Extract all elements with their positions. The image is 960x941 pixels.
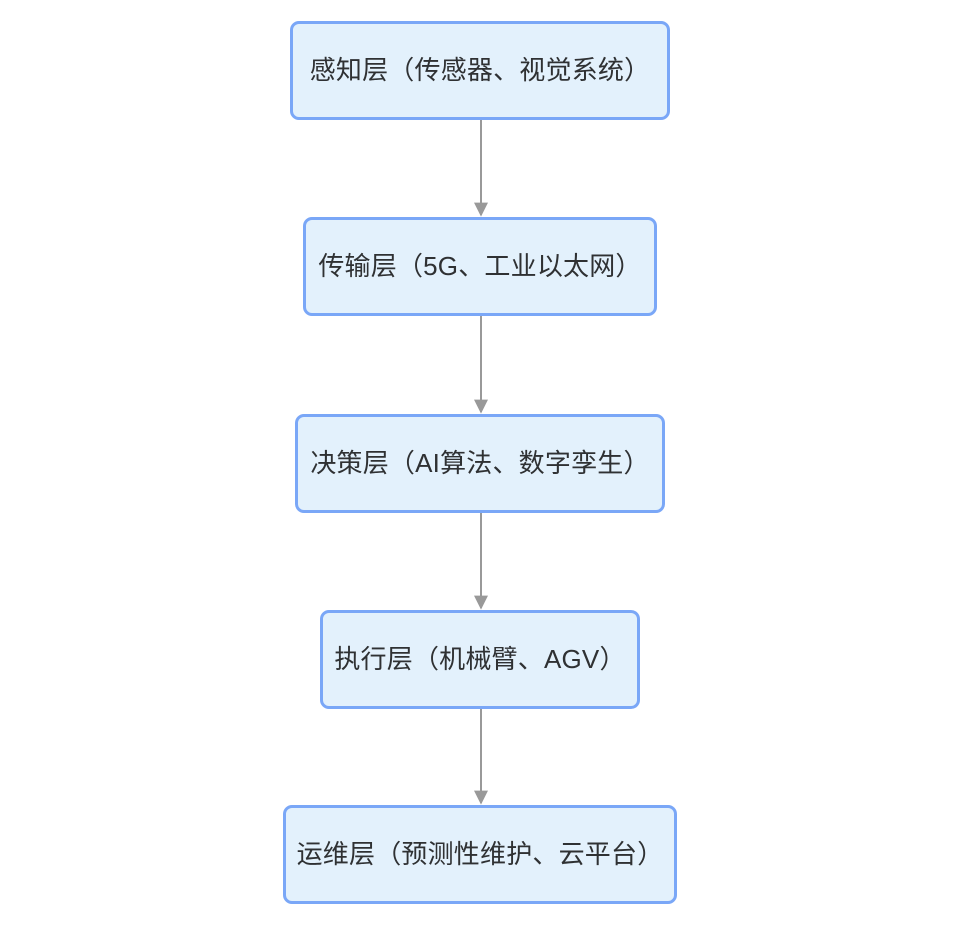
- node-label: 感知层（传感器、视觉系统）: [309, 54, 651, 85]
- node-transmission-layer[interactable]: 传输层（5G、工业以太网）: [303, 217, 657, 316]
- node-operations-layer[interactable]: 运维层（预测性维护、云平台）: [283, 805, 677, 904]
- node-decision-layer[interactable]: 决策层（AI算法、数字孪生）: [295, 414, 665, 513]
- node-execution-layer[interactable]: 执行层（机械臂、AGV）: [320, 610, 640, 709]
- node-label: 决策层（AI算法、数字孪生）: [310, 447, 650, 478]
- node-label: 执行层（机械臂、AGV）: [334, 643, 626, 674]
- node-label: 传输层（5G、工业以太网）: [318, 250, 642, 281]
- node-label: 运维层（预测性维护、云平台）: [296, 838, 664, 869]
- node-perception-layer[interactable]: 感知层（传感器、视觉系统）: [290, 21, 670, 120]
